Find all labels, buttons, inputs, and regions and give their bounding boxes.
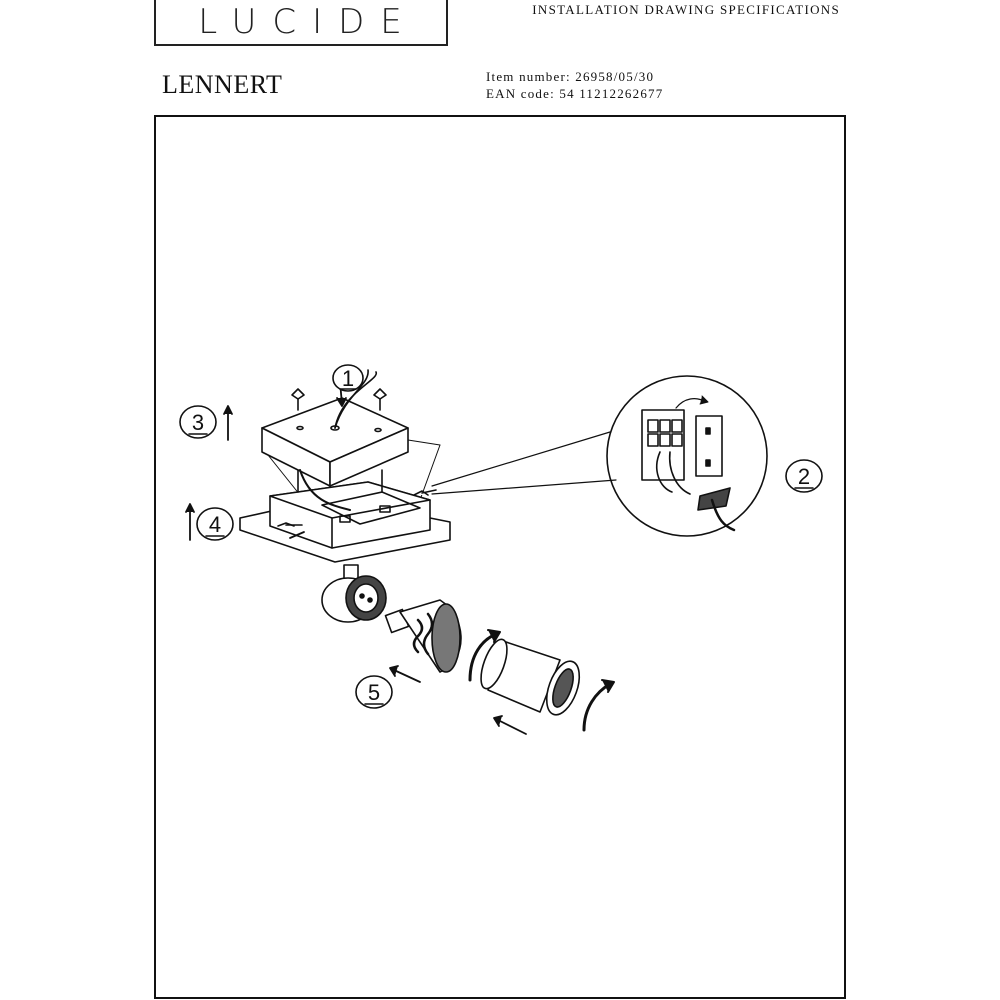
step-4-marker: 4 xyxy=(196,507,234,541)
step-2-number: 2 xyxy=(798,464,810,489)
brand-logo: LUCIDE xyxy=(154,0,448,46)
mounting-box xyxy=(261,369,409,487)
cylinder-shade xyxy=(480,638,581,716)
gu10-lamp xyxy=(384,599,462,673)
step-arrows xyxy=(185,381,527,735)
wiring-detail-callout xyxy=(431,375,768,537)
step-5-marker: 5 xyxy=(355,675,393,709)
step-1-marker: 1 xyxy=(332,364,364,392)
rotate-arrows xyxy=(468,629,615,732)
item-number: Item number: 26958/05/30 xyxy=(486,69,655,84)
step-4-number: 4 xyxy=(209,512,221,537)
step-3-marker: 3 xyxy=(179,405,217,439)
product-meta: Item number: 26958/05/30 EAN code: 54 11… xyxy=(486,68,663,102)
step-2-marker: 2 xyxy=(785,459,823,493)
spot-head xyxy=(321,564,387,623)
screws xyxy=(277,388,437,527)
step-5-number: 5 xyxy=(368,680,380,705)
step-1-number: 1 xyxy=(342,366,354,391)
drawing-frame xyxy=(154,115,846,999)
document-type: INSTALLATION DRAWING SPECIFICATIONS xyxy=(532,2,840,17)
base-plate xyxy=(239,469,451,563)
product-name: LENNERT xyxy=(162,70,283,99)
logo-text: LUCIDE xyxy=(198,2,418,42)
ean-code: EAN code: 54 11212262677 xyxy=(486,86,664,101)
step-3-number: 3 xyxy=(192,410,204,435)
